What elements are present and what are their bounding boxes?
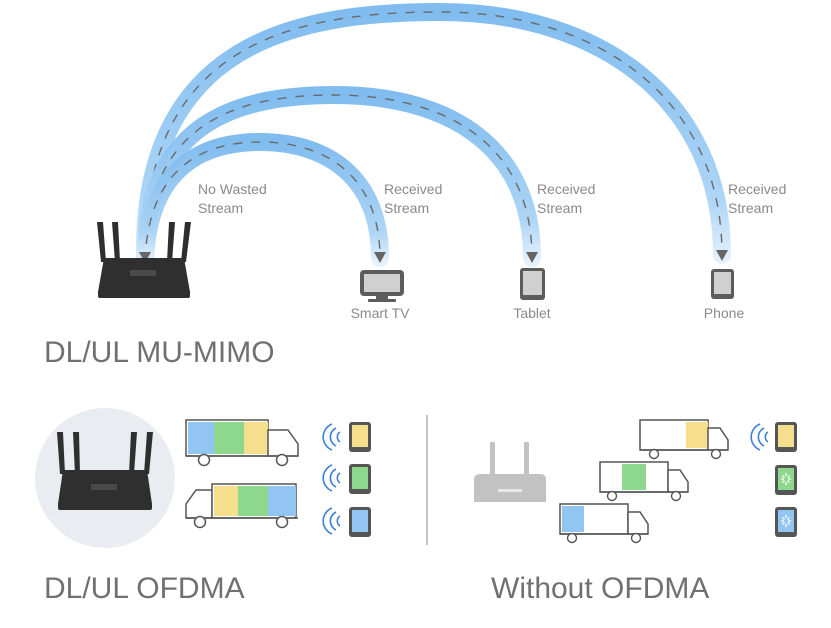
arrow-down-icon xyxy=(374,252,386,263)
router-icon xyxy=(97,222,191,298)
wifi-icon xyxy=(322,423,341,535)
truck-icon xyxy=(185,483,298,529)
phone-icon xyxy=(775,422,797,452)
phone-icon xyxy=(711,269,734,299)
label-line: Stream xyxy=(384,200,430,216)
label-line: Stream xyxy=(198,200,244,216)
phone-label: Phone xyxy=(703,305,745,321)
smart-tv-label: Smart TV xyxy=(350,305,410,321)
received-stream-label-tablet: Received Stream xyxy=(537,180,595,218)
truck-icon xyxy=(559,503,649,544)
label-line: Received xyxy=(537,181,596,197)
router-icon xyxy=(57,432,153,510)
mu-mimo-title: DL/UL MU-MIMO xyxy=(44,336,275,369)
label-line: Stream xyxy=(537,200,583,216)
truck-icon xyxy=(185,419,299,467)
stream-arc-tv xyxy=(136,132,389,271)
router-icon xyxy=(474,442,546,502)
truck-icon xyxy=(639,419,729,460)
phone-icon xyxy=(349,464,371,494)
arrow-down-icon xyxy=(716,250,728,261)
tablet-label: Tablet xyxy=(513,305,551,321)
wifi-icon xyxy=(750,423,769,451)
phone-loading-icon xyxy=(775,465,797,495)
stream-arc-tablet xyxy=(136,85,541,271)
arrow-down-icon xyxy=(139,252,151,263)
phone-loading-icon xyxy=(775,507,797,537)
label-line: Received xyxy=(384,181,443,197)
tablet-icon xyxy=(520,268,545,300)
phone-icon xyxy=(349,507,371,537)
phone-icon xyxy=(349,422,371,452)
label-line: Stream xyxy=(728,200,774,216)
ofdma-title: DL/UL OFDMA xyxy=(44,572,245,605)
truck-icon xyxy=(599,461,689,502)
received-stream-label-phone: Received Stream xyxy=(728,180,786,218)
without-ofdma-title: Without OFDMA xyxy=(491,572,710,605)
received-stream-label-tv: Received Stream xyxy=(384,180,442,218)
label-line: No Wasted xyxy=(198,181,267,197)
arrow-down-icon xyxy=(526,252,538,263)
label-line: Received xyxy=(728,181,787,197)
no-wasted-stream-label: No Wasted Stream xyxy=(198,180,267,218)
smart-tv-icon xyxy=(360,270,404,302)
stream-arc-phone xyxy=(135,2,731,271)
